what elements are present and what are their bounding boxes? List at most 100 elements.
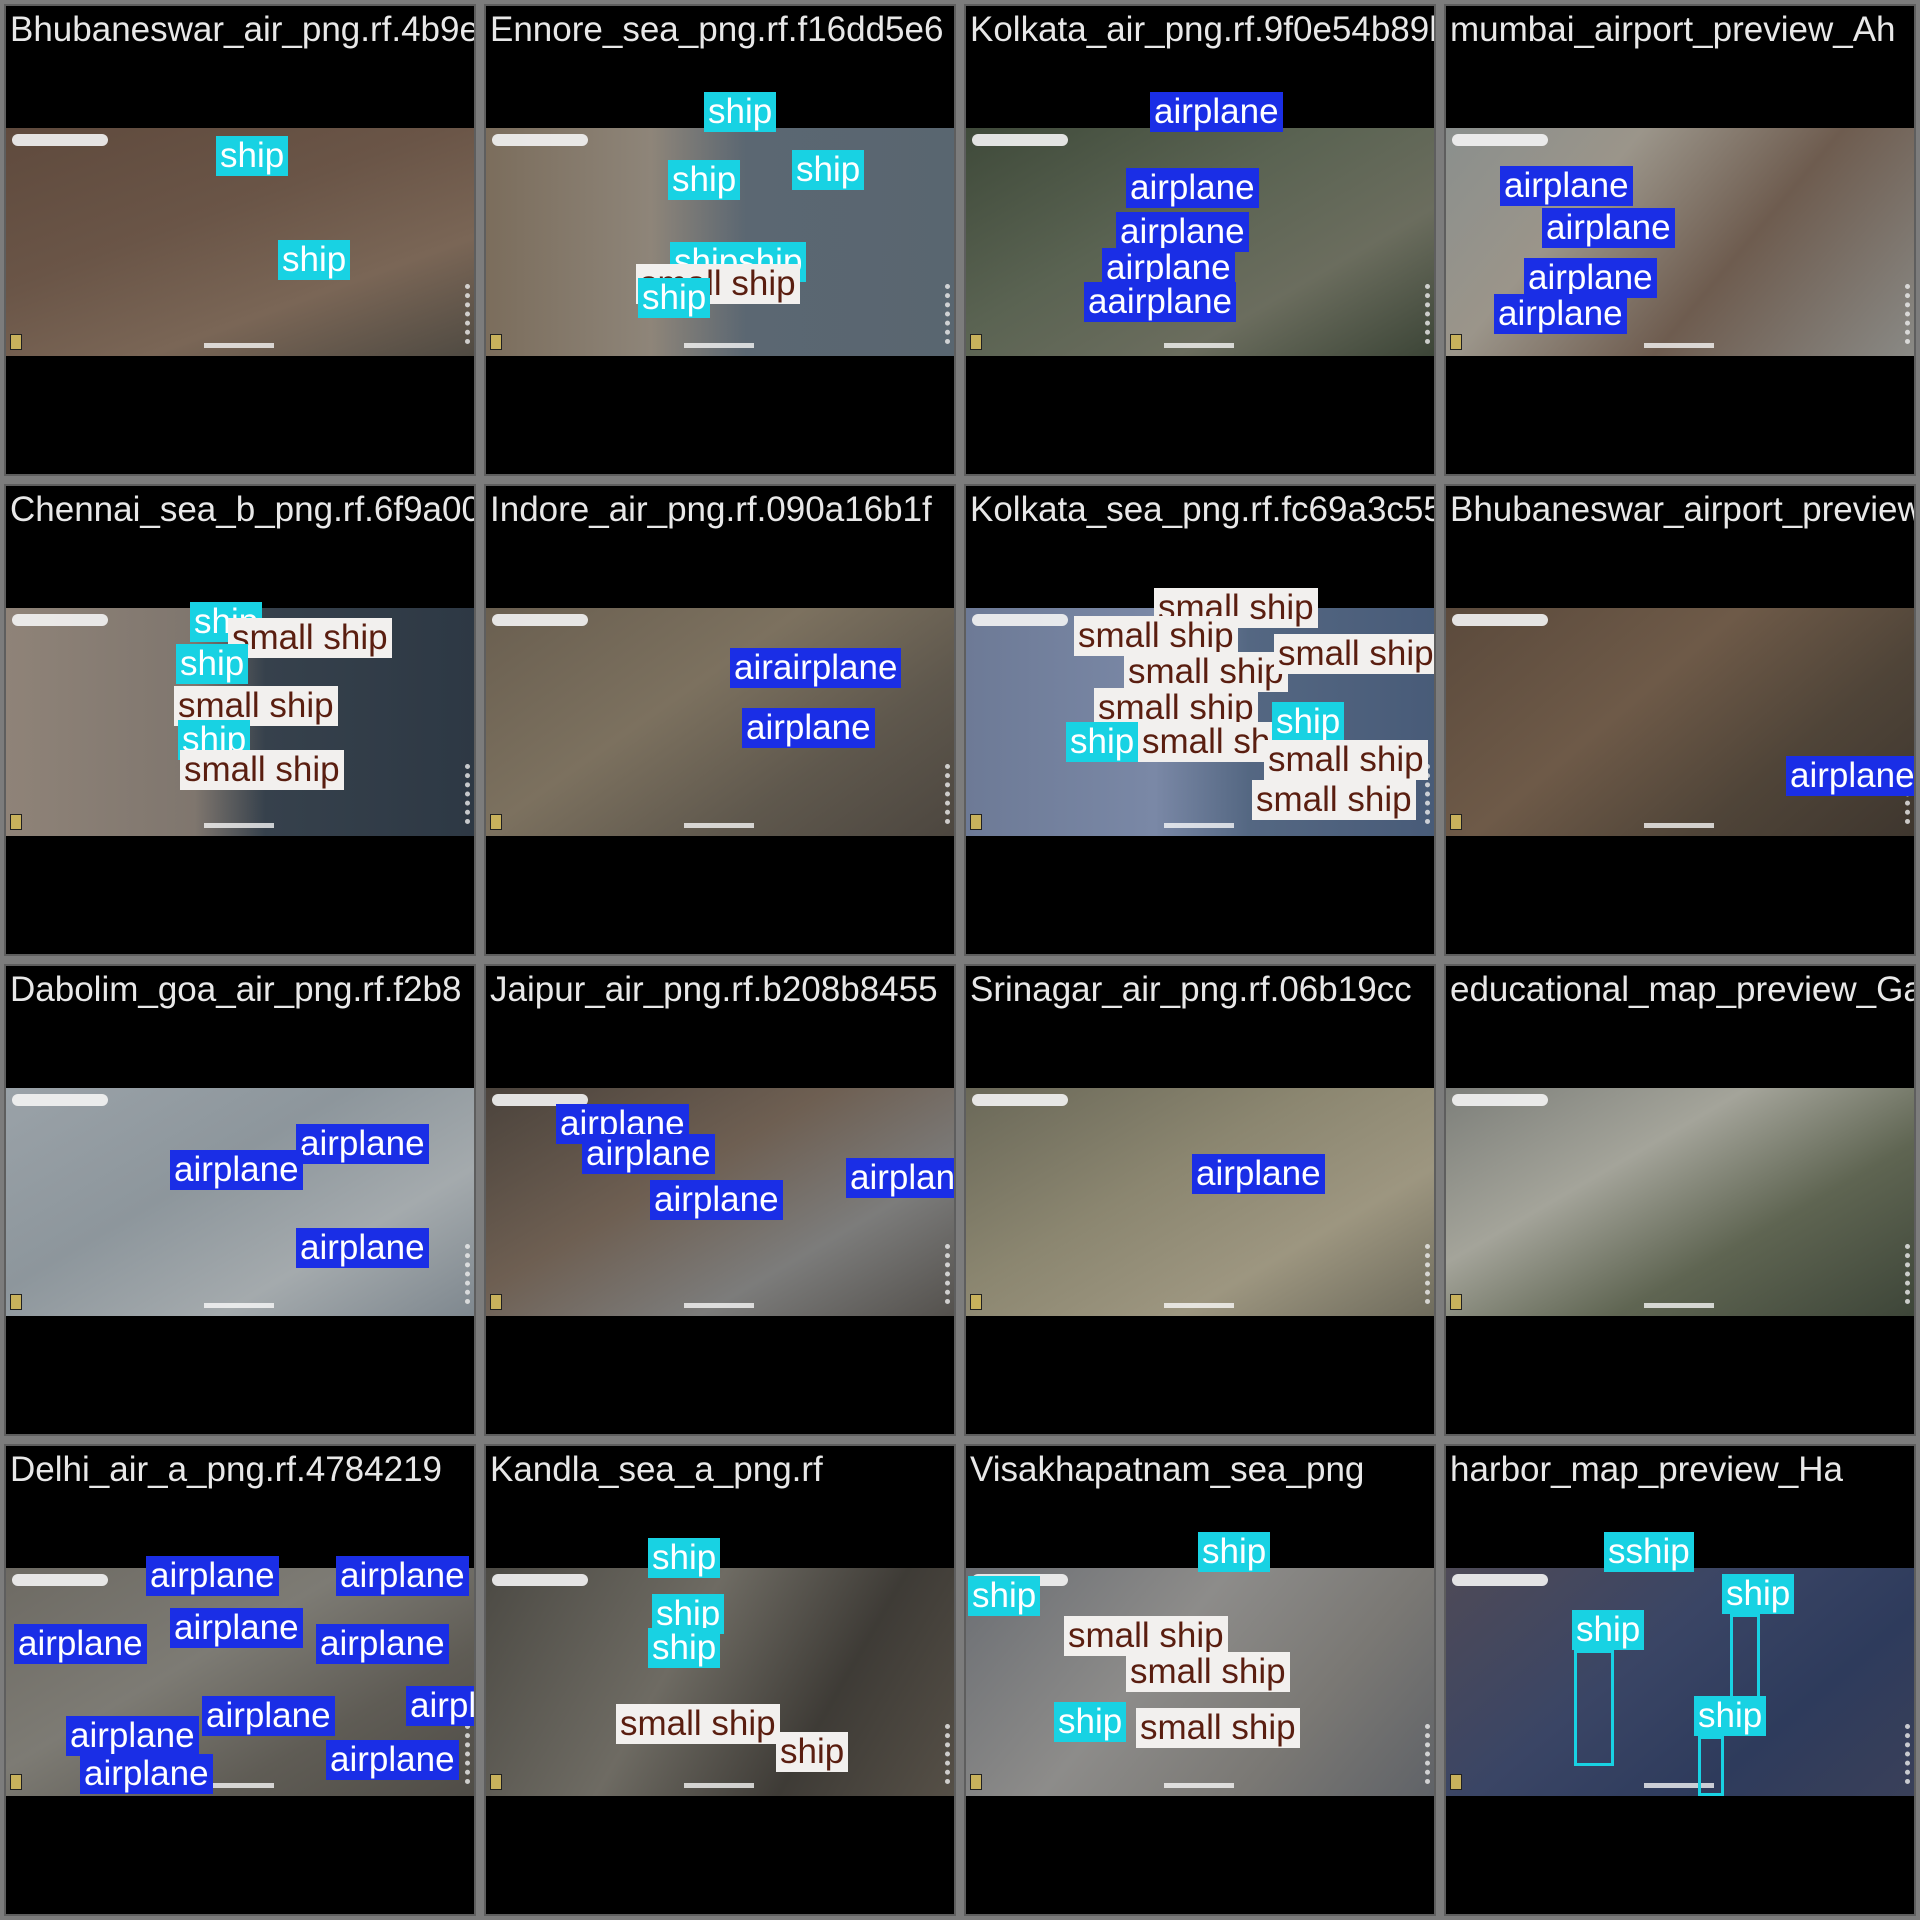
map-scale-bar <box>1164 1303 1235 1308</box>
ship-label: ship <box>1572 1610 1645 1650</box>
map-search-bar <box>12 614 108 626</box>
airplane-label: airplane <box>1494 294 1627 334</box>
satellite-image <box>1446 608 1914 836</box>
tile-filename: Ennore_sea_png.rf.f16dd5e6 <box>490 10 944 49</box>
airplane-label: airplane <box>742 708 875 748</box>
map-zoom-controls <box>1905 1244 1913 1304</box>
airplane-label: airplane <box>170 1150 303 1190</box>
airplane-label: airplane <box>202 1696 335 1736</box>
tile-filename: Jaipur_air_png.rf.b208b8455 <box>490 970 938 1009</box>
map-logo-icon <box>490 814 502 830</box>
image-tile[interactable]: airplaneairplaneairplaneairplaneJaipur_a… <box>484 964 956 1436</box>
airplane-label: airplane <box>1500 166 1633 206</box>
small-ship-label: small ship <box>616 1704 780 1744</box>
airplane-label: airplane <box>296 1124 429 1164</box>
airplane-label: airplane <box>146 1556 279 1596</box>
airplane-label: airplane <box>650 1180 783 1220</box>
ship-label: ship <box>1722 1574 1795 1614</box>
map-search-bar <box>492 614 588 626</box>
ship-label: ship <box>190 602 263 642</box>
map-logo-icon <box>970 1294 982 1310</box>
airplane-label: airplane <box>316 1624 449 1664</box>
airplane-label: airplane <box>80 1754 213 1794</box>
satellite-image <box>966 1088 1434 1316</box>
map-scale-bar <box>1644 343 1715 348</box>
bbox <box>1698 1736 1724 1796</box>
tile-filename: Kandla_sea_a_png.rf <box>490 1450 823 1489</box>
airplane-label: airplane <box>296 1228 429 1268</box>
map-logo-icon <box>1450 1774 1462 1790</box>
satellite-image <box>486 608 954 836</box>
map-scale-bar <box>1644 1303 1715 1308</box>
satellite-image <box>6 1088 474 1316</box>
small-ship-label: small ship <box>180 750 344 790</box>
map-zoom-controls <box>1425 1244 1433 1304</box>
map-logo-icon <box>490 1294 502 1310</box>
airplane-label: airplane <box>1102 248 1235 288</box>
image-tile[interactable]: airplane airplane airplane airplane airplane… <box>4 1444 476 1916</box>
map-zoom-controls <box>465 1724 473 1784</box>
map-zoom-controls <box>945 1244 953 1304</box>
small-ship-label: small ship <box>1094 688 1258 728</box>
map-scale-bar <box>1164 823 1235 828</box>
map-logo-icon <box>490 1774 502 1790</box>
ship-label: ship <box>1272 702 1345 742</box>
airplane-label: aairplane <box>1084 282 1236 322</box>
map-search-bar <box>12 1574 108 1586</box>
ship-label: ship <box>704 92 777 132</box>
tile-filename: Indore_air_png.rf.090a16b1f <box>490 490 932 529</box>
map-zoom-controls <box>945 764 953 824</box>
satellite-image <box>1446 1088 1914 1316</box>
ship-label: ship <box>1198 1532 1271 1572</box>
small-ship-label: small ship <box>1074 616 1238 656</box>
image-tile[interactable]: shipshipBhubaneswar_air_png.rf.4b9e8248c… <box>4 4 476 476</box>
small-ship-label: small ship <box>228 618 392 658</box>
tile-filename: Bhubaneswar_air_png.rf.4b9e8248c45faebbb… <box>10 10 474 49</box>
map-search-bar <box>12 134 108 146</box>
image-tile[interactable]: educational_map_preview_Ga <box>1444 964 1916 1436</box>
airplane-label: airplane <box>582 1134 715 1174</box>
airplane-label: airplane <box>846 1158 954 1198</box>
ship-label: ship <box>792 150 865 190</box>
map-search-bar <box>972 134 1068 146</box>
map-search-bar <box>972 614 1068 626</box>
image-tile[interactable]: airairplane airplane Indore_air_png.rf.090… <box>484 484 956 956</box>
map-search-bar <box>492 1094 588 1106</box>
map-logo-icon <box>1450 334 1462 350</box>
ship-label: ship <box>216 136 289 176</box>
small-ship-label: ship <box>776 1732 849 1772</box>
map-search-bar <box>12 1094 108 1106</box>
tile-filename: Kolkata_air_png.rf.9f0e54b89b7d32de097a6 <box>970 10 1434 49</box>
airplane-label: airplane <box>336 1556 469 1596</box>
map-logo-icon <box>10 814 22 830</box>
map-scale-bar <box>204 343 275 348</box>
airplane-label: airairplane <box>730 648 902 688</box>
airplane-label: airplane <box>1126 168 1259 208</box>
tile-filename: Delhi_air_a_png.rf.4784219 <box>10 1450 442 1489</box>
satellite-image <box>1446 1568 1914 1796</box>
airplane-label: airplane <box>1542 208 1675 248</box>
map-zoom-controls <box>465 1244 473 1304</box>
airplane-label: airplane <box>1150 92 1283 132</box>
map-search-bar <box>492 134 588 146</box>
map-zoom-controls <box>1425 1724 1433 1784</box>
map-logo-icon <box>1450 814 1462 830</box>
map-zoom-controls <box>1425 284 1433 344</box>
map-zoom-controls <box>945 1724 953 1784</box>
map-logo-icon <box>10 334 22 350</box>
tile-filename: Chennai_sea_b_png.rf.6f9a0058e9304b99d48… <box>10 490 476 529</box>
ship-label: ship <box>648 1538 721 1578</box>
small-ship-label: small ship <box>1264 740 1428 780</box>
small-ship-label: small ship <box>174 686 338 726</box>
